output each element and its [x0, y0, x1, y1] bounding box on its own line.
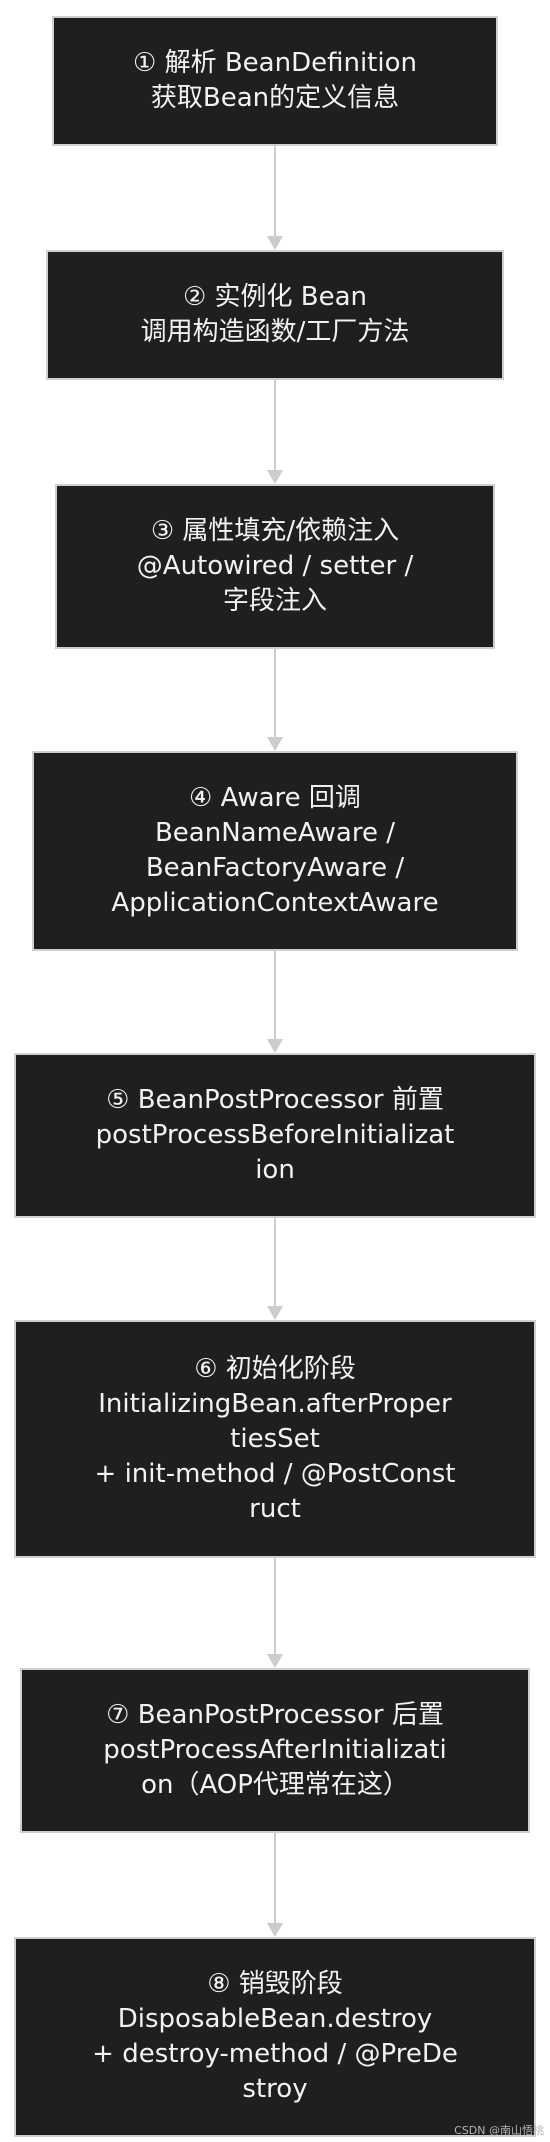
step-5-node: ⑤ BeanPostProcessor 前置 postProcessBefore… [14, 1053, 536, 1218]
arrow-1-2 [267, 236, 283, 250]
arrow-5-6 [267, 1306, 283, 1320]
arrow-4-5 [267, 1039, 283, 1053]
step-7-label: ⑦ BeanPostProcessor 后置 postProcessAfterI… [103, 1700, 447, 1800]
step-8-node: ⑧ 销毁阶段 DisposableBean.destroy + destroy-… [14, 1937, 536, 2137]
connector-2-3 [274, 380, 276, 472]
arrow-2-3 [267, 470, 283, 484]
step-2-label: ② 实例化 Bean 调用构造函数/工厂方法 [140, 282, 410, 347]
step-7-node: ⑦ BeanPostProcessor 后置 postProcessAfterI… [20, 1668, 530, 1833]
connector-5-6 [274, 1218, 276, 1308]
arrow-6-7 [267, 1654, 283, 1668]
step-3-label: ③ 属性填充/依赖注入 @Autowired / setter / 字段注入 [136, 516, 414, 616]
connector-1-2 [274, 146, 276, 238]
arrow-7-8 [267, 1923, 283, 1937]
connector-3-4 [274, 649, 276, 739]
connector-4-5 [274, 951, 276, 1041]
step-4-node: ④ Aware 回调 BeanNameAware / BeanFactoryAw… [32, 751, 518, 951]
step-2-node: ② 实例化 Bean 调用构造函数/工厂方法 [46, 250, 504, 380]
watermark: CSDN @南山悟桃 [454, 2124, 544, 2137]
step-8-label: ⑧ 销毁阶段 DisposableBean.destroy + destroy-… [92, 1969, 458, 2104]
step-4-label: ④ Aware 回调 BeanNameAware / BeanFactoryAw… [111, 783, 439, 918]
connector-6-7 [274, 1558, 276, 1656]
connector-7-8 [274, 1833, 276, 1925]
step-5-label: ⑤ BeanPostProcessor 前置 postProcessBefore… [95, 1085, 455, 1185]
step-6-node: ⑥ 初始化阶段 InitializingBean.afterProper tie… [14, 1320, 536, 1558]
step-6-label: ⑥ 初始化阶段 InitializingBean.afterProper tie… [94, 1353, 456, 1524]
step-1-node: ① 解析 BeanDefinition 获取Bean的定义信息 [52, 16, 498, 146]
step-1-label: ① 解析 BeanDefinition 获取Bean的定义信息 [133, 48, 417, 113]
arrow-3-4 [267, 737, 283, 751]
step-3-node: ③ 属性填充/依赖注入 @Autowired / setter / 字段注入 [55, 484, 495, 649]
